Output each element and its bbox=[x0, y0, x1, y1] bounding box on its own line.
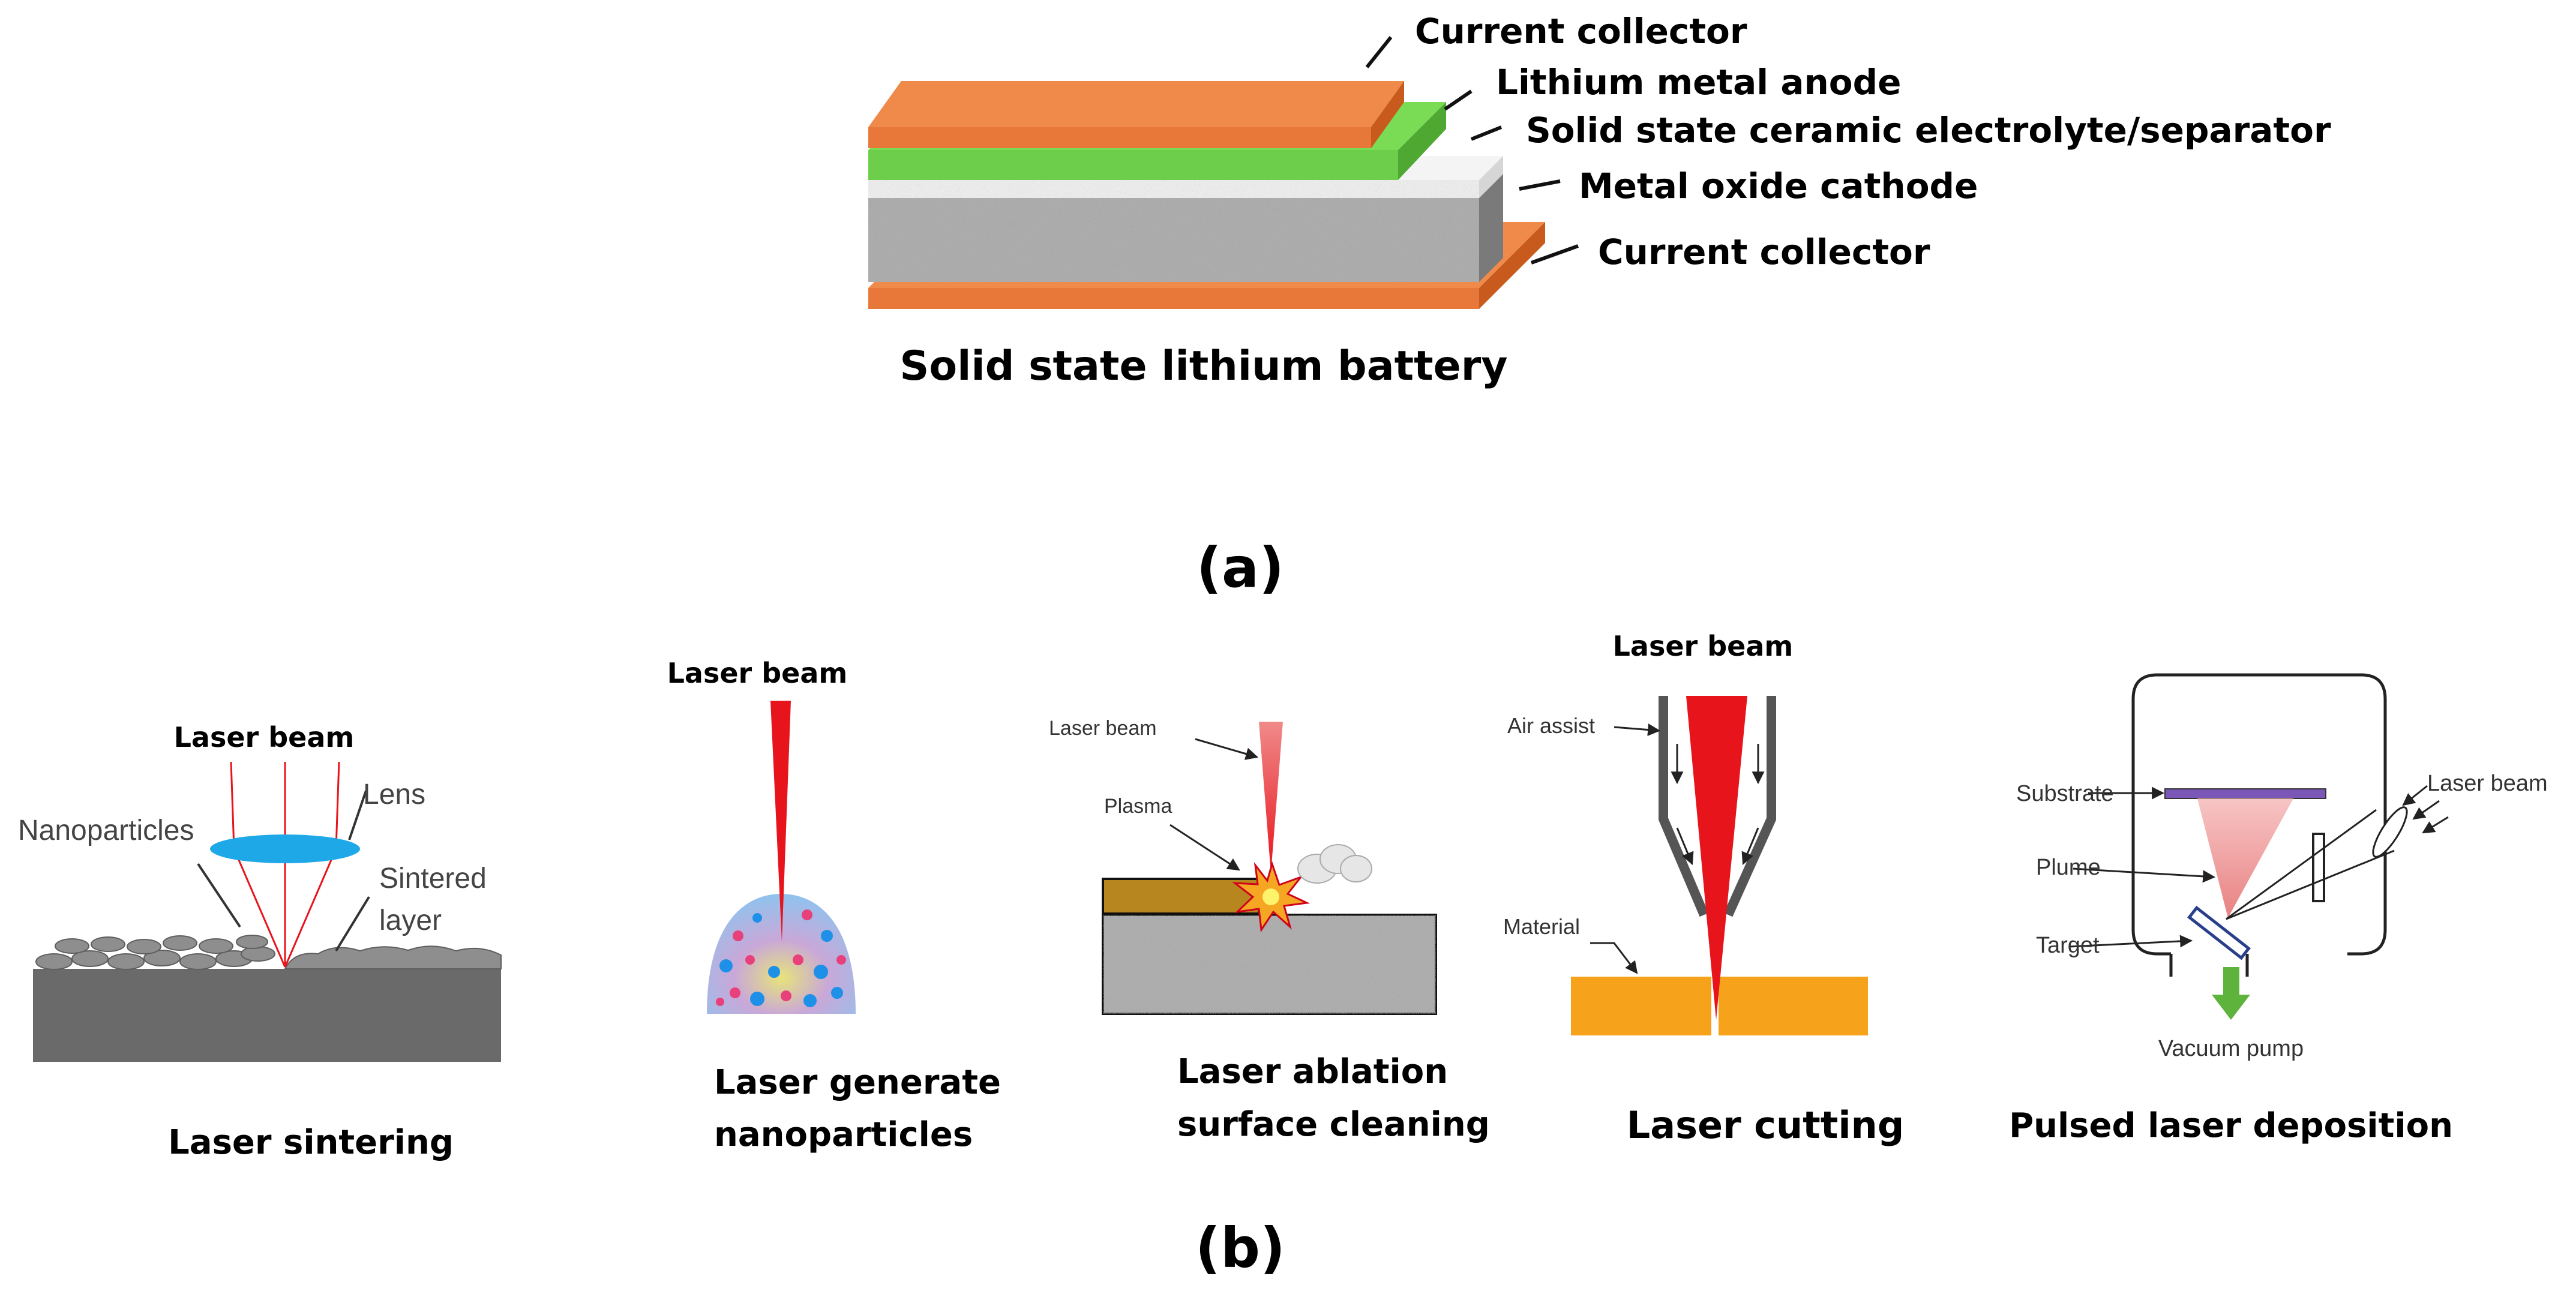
battery-diagram: Current collector Lithium metal anode So… bbox=[868, 11, 2331, 390]
nanoparticles-laser-beam-label: Laser beam bbox=[667, 657, 848, 689]
panel-a-label: (a) bbox=[1196, 536, 1284, 600]
panel-b-label: (b) bbox=[1195, 1216, 1285, 1280]
plume-arrow bbox=[2073, 867, 2216, 883]
pld-diagram: Substrate Plume Target Laser beam Vacuum… bbox=[2009, 673, 2548, 1145]
battery-layer-cathode bbox=[868, 174, 1503, 282]
leader-collector-bottom bbox=[1530, 244, 1579, 265]
sintering-layer-label-1: Sintered bbox=[379, 863, 487, 894]
label-electrolyte-separator: Solid state ceramic electrolyte/separato… bbox=[1526, 110, 2331, 151]
plume-label: Plume bbox=[2036, 855, 2101, 880]
sintering-leaders bbox=[197, 790, 370, 952]
air-assist-arrow bbox=[1614, 723, 1661, 736]
nanoparticles-laser-beam bbox=[770, 701, 791, 942]
ablation-laser-beam bbox=[1259, 722, 1283, 873]
ablation-contaminant-layer bbox=[1102, 878, 1260, 915]
leader-collector-top bbox=[1365, 36, 1393, 68]
ablation-beam-arrow bbox=[1195, 738, 1259, 760]
sintering-lens-label: Lens bbox=[363, 779, 425, 810]
laser-cutting-diagram: Laser beam Air assist Material Laser cut… bbox=[1503, 630, 1904, 1147]
battery-title: Solid state lithium battery bbox=[899, 343, 1507, 390]
battery-leader-lines bbox=[1365, 36, 1579, 265]
leader-cathode bbox=[1519, 179, 1561, 191]
cutting-laser-beam bbox=[1686, 696, 1747, 1020]
target-arrow bbox=[2068, 935, 2193, 948]
label-current-collector-top: Current collector bbox=[1415, 11, 1747, 52]
pld-laser-beam bbox=[2226, 785, 2449, 920]
ablation-plasma-label: Plasma bbox=[1104, 795, 1172, 818]
ablation-caption-1: Laser ablation bbox=[1177, 1052, 1448, 1091]
cutting-laser-beam-label: Laser beam bbox=[1613, 630, 1794, 662]
leader-electrolyte bbox=[1470, 125, 1503, 141]
sintering-laser-beam-label: Laser beam bbox=[174, 721, 355, 753]
ablation-plasma-arrow bbox=[1169, 824, 1240, 871]
leader-anode bbox=[1444, 89, 1473, 111]
laser-ablation-diagram: Laser beam Plasma Laser ablation surface… bbox=[1049, 717, 1490, 1144]
sintering-laser-rays bbox=[230, 761, 340, 968]
ablation-laser-beam-label: Laser beam bbox=[1049, 717, 1157, 740]
debris-cloud bbox=[1297, 844, 1372, 884]
battery-layer-collector-top bbox=[868, 81, 1404, 148]
laser-nanoparticles-diagram: Laser beam Laser generate nanoparticles bbox=[667, 657, 1001, 1154]
ablation-substrate-texture bbox=[1103, 915, 1436, 1014]
laser-sintering-diagram: Laser beam Lens Nanoparticles Sintered l… bbox=[18, 721, 502, 1162]
sintering-nanoparticles-label: Nanoparticles bbox=[18, 815, 194, 846]
plume bbox=[2197, 798, 2293, 918]
substrate-label: Substrate bbox=[2016, 781, 2114, 806]
chamber-window bbox=[2312, 833, 2325, 902]
substrate bbox=[2164, 788, 2326, 799]
sintering-particles bbox=[35, 935, 275, 970]
nanoparticles-caption-2: nanoparticles bbox=[714, 1115, 973, 1154]
pld-caption: Pulsed laser deposition bbox=[2009, 1106, 2453, 1145]
label-current-collector-bottom: Current collector bbox=[1598, 232, 1930, 272]
material-arrow bbox=[1590, 942, 1638, 974]
cutting-gas-arrows bbox=[1671, 744, 1765, 865]
sintering-layer-label-2: layer bbox=[379, 905, 442, 936]
ablation-caption-2: surface cleaning bbox=[1177, 1105, 1490, 1144]
cutting-nozzle bbox=[1659, 696, 1776, 917]
target bbox=[2187, 905, 2251, 960]
lens bbox=[210, 834, 360, 863]
liquid-dome bbox=[707, 894, 856, 1014]
air-assist-label: Air assist bbox=[1507, 713, 1595, 738]
sintering-caption: Laser sintering bbox=[168, 1123, 454, 1162]
vacuum-pump-label: Vacuum pump bbox=[2158, 1036, 2304, 1061]
label-metal-oxide-cathode: Metal oxide cathode bbox=[1579, 166, 1978, 206]
label-lithium-metal-anode: Lithium metal anode bbox=[1496, 62, 1902, 103]
sintering-substrate bbox=[33, 969, 501, 1062]
cutting-caption: Laser cutting bbox=[1627, 1103, 1904, 1147]
sintered-layer bbox=[284, 945, 502, 969]
cutting-material bbox=[1571, 977, 1868, 1035]
vacuum-pump-arrow bbox=[2212, 967, 2250, 1020]
material-label: Material bbox=[1503, 914, 1580, 939]
plasma-burst bbox=[1232, 860, 1311, 933]
nanoparticles-dots bbox=[716, 909, 846, 1007]
target-label: Target bbox=[2036, 933, 2100, 958]
pld-laser-beam-label: Laser beam bbox=[2427, 771, 2548, 796]
nanoparticles-caption-1: Laser generate bbox=[714, 1063, 1001, 1102]
